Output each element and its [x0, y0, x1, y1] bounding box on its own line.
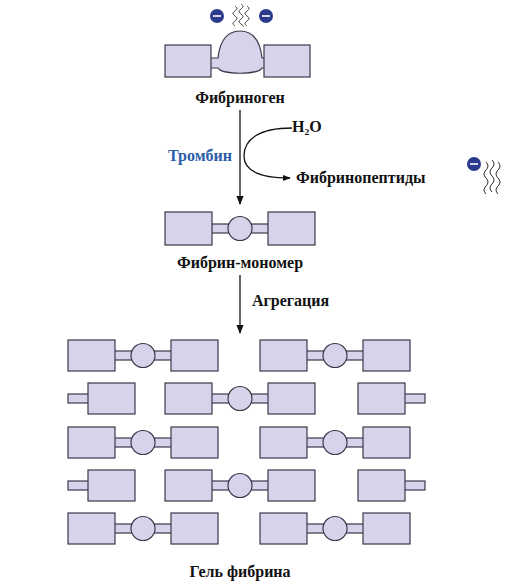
charge-circle — [467, 157, 481, 171]
peptide-chain — [233, 6, 237, 26]
domain-block — [171, 427, 218, 458]
fibrin-gel-outline — [60, 334, 430, 585]
central-domain — [323, 517, 347, 541]
domain-block — [88, 470, 135, 501]
peptide-chain — [484, 162, 488, 194]
peptide-chain — [245, 6, 249, 26]
node-label: Фибрин-мономер — [158, 253, 322, 273]
charge-circle — [259, 9, 273, 23]
central-domain — [131, 431, 155, 455]
domain-block — [268, 212, 315, 245]
domain-block — [403, 394, 425, 403]
domain-block — [68, 394, 90, 403]
minus-sign — [262, 15, 270, 17]
minus-sign — [470, 163, 478, 165]
domain-block — [363, 427, 410, 458]
water-label: H₂O — [292, 117, 322, 137]
edge-label: Тромбин — [130, 146, 232, 166]
fibrinogen-molecule: Фибриноген — [158, 4, 322, 110]
minus-sign — [213, 15, 221, 17]
edge-label: Агрегация — [252, 291, 372, 311]
reaction-arrow — [239, 275, 240, 333]
domain-block — [260, 427, 307, 458]
domain-block — [165, 45, 211, 77]
domain-block — [165, 383, 212, 414]
domain-block — [268, 383, 315, 414]
domain-block — [171, 340, 218, 371]
domain-block — [264, 45, 310, 77]
peptide-label: Фибринопептиды — [296, 168, 426, 188]
domain-block — [68, 513, 115, 544]
domain-block — [358, 383, 405, 414]
domain-block — [260, 340, 307, 371]
domain-block — [165, 470, 212, 501]
peptide-symbol — [467, 157, 500, 194]
domain-block — [68, 427, 115, 458]
central-domain — [210, 31, 265, 73]
domain-block — [358, 470, 405, 501]
central-domain — [323, 344, 347, 368]
domain-block — [403, 481, 425, 490]
domain-block — [268, 470, 315, 501]
peptide-chain — [239, 4, 244, 27]
fibrin-monomer: Фибрин-мономер — [158, 205, 322, 275]
central-domain — [228, 217, 252, 241]
water-arrow — [244, 128, 292, 178]
central-domain — [323, 431, 347, 455]
node-label: Фибриноген — [158, 88, 322, 108]
charge-circle — [210, 9, 224, 23]
domain-block — [363, 340, 410, 371]
domain-block — [68, 340, 115, 371]
domain-block — [68, 481, 90, 490]
fibrin-gel: Гель фибрина — [60, 334, 430, 585]
central-domain — [131, 517, 155, 541]
central-domain — [228, 387, 252, 411]
domain-block — [171, 513, 218, 544]
domain-block — [260, 513, 307, 544]
peptide-chain — [496, 162, 500, 194]
reaction-arrow — [239, 110, 240, 204]
domain-block — [88, 383, 135, 414]
peptide-chain — [490, 160, 494, 192]
node-label: Гель фибрина — [60, 562, 420, 582]
domain-block — [363, 513, 410, 544]
central-domain — [228, 474, 252, 498]
domain-block — [165, 212, 212, 245]
central-domain — [131, 344, 155, 368]
